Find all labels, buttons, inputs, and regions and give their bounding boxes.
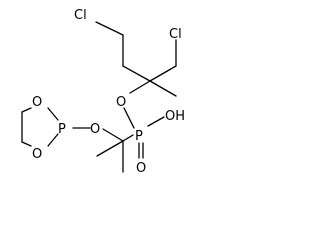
atom-cl-right: Cl [169,27,182,42]
bond-p-oh [147,116,165,127]
bond-pring-obottom [47,133,59,147]
bond-ch2-cq [122,65,151,82]
bond-cq-methyl [149,80,177,97]
bond-cq2-o [102,128,124,142]
atom-o-double: O [136,161,146,176]
bond-cq-o [129,80,151,94]
bond-pring-otop [47,107,59,121]
atom-o-ring-top: O [32,95,42,110]
atom-cl-top: Cl [74,8,87,23]
atom-o-ring-bottom: O [32,147,42,162]
bonds [21,21,177,173]
atom-p-center: P [135,129,143,144]
atom-o-ring-link: O [90,122,100,137]
structure-svg: Cl Cl O OH P O O P O O [21,8,185,176]
bond-cq2-methyl-left [96,140,124,157]
bond-o-p [123,107,135,129]
molecule-diagram: Cl Cl O OH P O O P O O [21,8,185,176]
bond-p-cq2 [122,134,134,142]
bond-cq-ch2cl [149,65,177,82]
atom-o-ester: O [116,95,126,110]
atom-oh: OH [165,109,185,124]
atom-p-ring: P [58,122,66,137]
bond-cl-ch2 [95,21,124,36]
bond-otop-ch2 [21,107,32,113]
bond-ch2-obottom [21,141,32,147]
atom-labels: Cl Cl O OH P O O P O O [32,8,185,176]
